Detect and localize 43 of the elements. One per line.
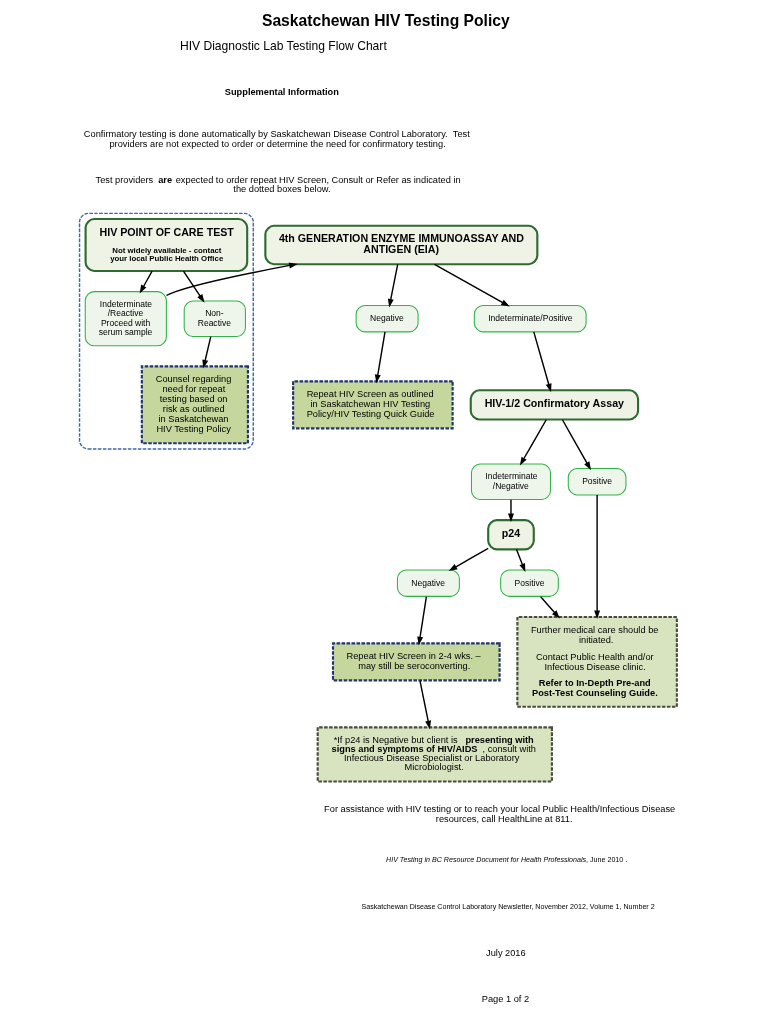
arrow [507, 498, 514, 523]
node-box: 4th GENERATION ENZYME IMMUNOASSAY AND ANTIGEN (EIA) [263, 224, 538, 266]
arrow [532, 331, 552, 393]
node-box: Non- Reactive [183, 300, 246, 338]
arrow [561, 419, 591, 471]
arrow [201, 335, 211, 369]
arrow [519, 419, 547, 466]
label: HIV Diagnostic Lab Testing Flow Chart [179, 38, 387, 53]
arrow [539, 595, 560, 619]
node-box: Negative [355, 305, 419, 333]
arrow [182, 270, 205, 303]
arrow [139, 270, 153, 294]
arrow [593, 494, 600, 619]
label: Test providers are expected to order repeat HIV Screen, Consult or Refer as indicated in the dotted boxes below. [95, 175, 461, 195]
node-box: Repeat HIV Screen in 2-4 wks. – may still be seroconverting. [331, 642, 501, 682]
node-box: Counsel regarding need for repeat testing based on risk as outlined in Saskatchewan HIV Testing Policy [140, 365, 249, 445]
node-box: Repeat HIV Screen as outlined in Saskatchewan HIV Testing Policy/HIV Testing Quick Guide [291, 380, 454, 430]
node-box: Positive [499, 569, 559, 597]
node-box: p24 [486, 519, 535, 551]
diagram-title: Saskatchewan HIV Testing Policy [261, 11, 510, 29]
label: For assistance with HIV testing or to reach your local Public Health/Infectious Disease resources, call HealthLine at 811. [323, 804, 675, 825]
label: Page 1 of 2 [481, 994, 529, 1005]
node-box: HIV-1/2 Confirmatory Assay [469, 389, 639, 421]
arrow [433, 263, 510, 307]
arrow [416, 595, 427, 646]
cluster [78, 212, 254, 450]
node-box: Further medical care should be initiated. Contact Public Health and/or Infectious Disease clinic. Refer to In-Depth Pre-and Post-Test Counseling Guide. [515, 615, 678, 708]
node-box: Indeterminate /Reactive Proceed with serum sample [84, 291, 167, 347]
arrow [515, 548, 525, 572]
label: Supplemental Information [224, 86, 339, 97]
arrow [418, 679, 431, 730]
node-box: Negative [396, 569, 460, 597]
node-box: *If p24 is Negative but client is presenting with signs and symptoms of HIV/AIDS, consult with Infectious Disease Specialist or Laboratory Microbiologist. [316, 726, 553, 783]
arrow [374, 331, 386, 384]
node-box: Positive [567, 468, 626, 496]
arrow [387, 263, 398, 308]
node-box: Indeterminate /Negative [470, 463, 551, 501]
arrow [448, 547, 489, 571]
label: July 2016 [485, 948, 526, 959]
label: Confirmatory testing is done automatically by Saskatchewan Disease Control Laboratory. Test providers are not expected to order or determine the need for confirmatory testing. [83, 128, 470, 149]
node-box: HIV POINT OF CARE TEST Not widely available - contact your local Public Health Office [84, 217, 248, 273]
arrow [165, 262, 298, 297]
node-box: Indeterminate/Positive [473, 305, 587, 333]
